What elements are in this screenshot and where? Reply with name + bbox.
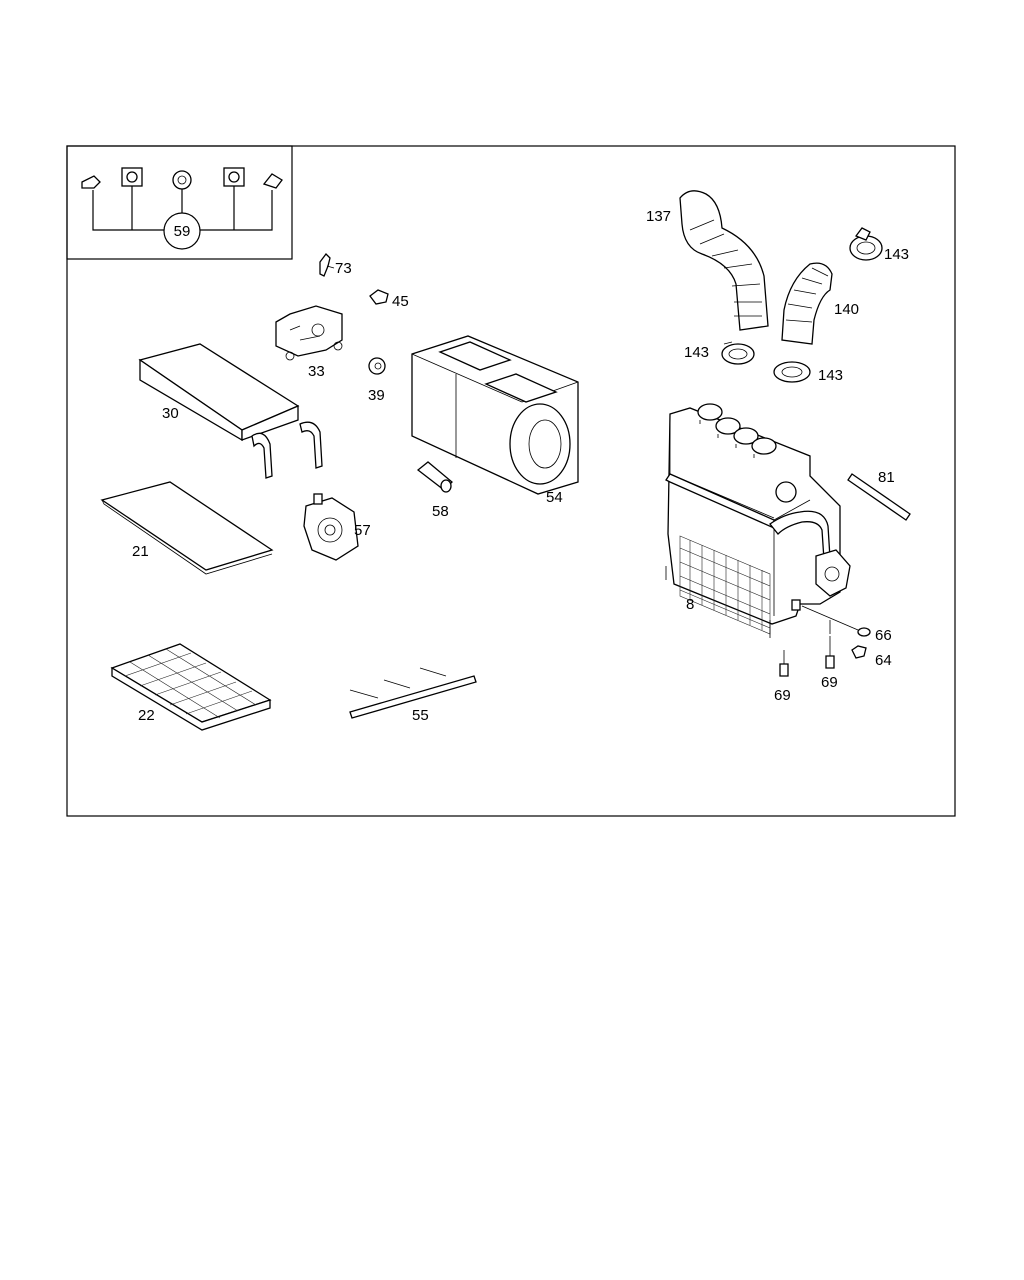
label-57: 57 <box>354 522 371 539</box>
part-81: 81 <box>847 469 911 521</box>
part-143-mid: 143 <box>773 361 843 384</box>
label-59: 59 <box>174 223 191 240</box>
part-66: 66 <box>801 605 892 644</box>
part-21: 21 <box>100 481 274 575</box>
part-140: 140 <box>781 262 859 345</box>
inset-box <box>66 145 293 260</box>
label-143-top: 143 <box>884 246 909 263</box>
label-69-right: 69 <box>821 674 838 691</box>
part-33: 33 <box>275 305 343 380</box>
part-58: 58 <box>416 461 453 520</box>
part-55: 55 <box>349 667 477 724</box>
part-45: 45 <box>369 289 409 310</box>
part-57: 57 <box>303 493 371 561</box>
label-140: 140 <box>834 301 859 318</box>
diagram-frame <box>66 145 956 817</box>
label-81: 81 <box>878 469 895 486</box>
label-8: 8 <box>686 596 694 613</box>
part-69-left: 69 <box>774 650 791 704</box>
label-30: 30 <box>162 405 179 422</box>
label-143-left: 143 <box>684 344 709 361</box>
part-30: 30 <box>138 343 323 479</box>
callout-circle-59 <box>163 212 201 250</box>
label-39: 39 <box>368 387 385 404</box>
part-59-group: 59 <box>81 167 283 250</box>
part-8: 8 <box>665 403 851 638</box>
label-55: 55 <box>412 707 429 724</box>
label-58: 58 <box>432 503 449 520</box>
part-137: 137 <box>646 190 769 331</box>
label-143-mid: 143 <box>818 367 843 384</box>
label-64: 64 <box>875 652 892 669</box>
part-54: 54 <box>411 335 579 506</box>
label-45: 45 <box>392 293 409 310</box>
part-64: 64 <box>851 645 892 669</box>
part-73: 73 <box>319 253 352 277</box>
label-22: 22 <box>138 707 155 724</box>
part-22: 22 <box>110 643 272 731</box>
part-143-top: 143 <box>849 227 909 263</box>
label-73: 73 <box>335 260 352 277</box>
label-54: 54 <box>546 489 563 506</box>
part-39: 39 <box>368 357 386 404</box>
label-33: 33 <box>308 363 325 380</box>
label-21: 21 <box>132 543 149 560</box>
part-69-right: 69 <box>821 636 838 691</box>
label-137: 137 <box>646 208 671 225</box>
label-66: 66 <box>875 627 892 644</box>
part-143-left: 143 <box>684 341 755 365</box>
label-69-left: 69 <box>774 687 791 704</box>
